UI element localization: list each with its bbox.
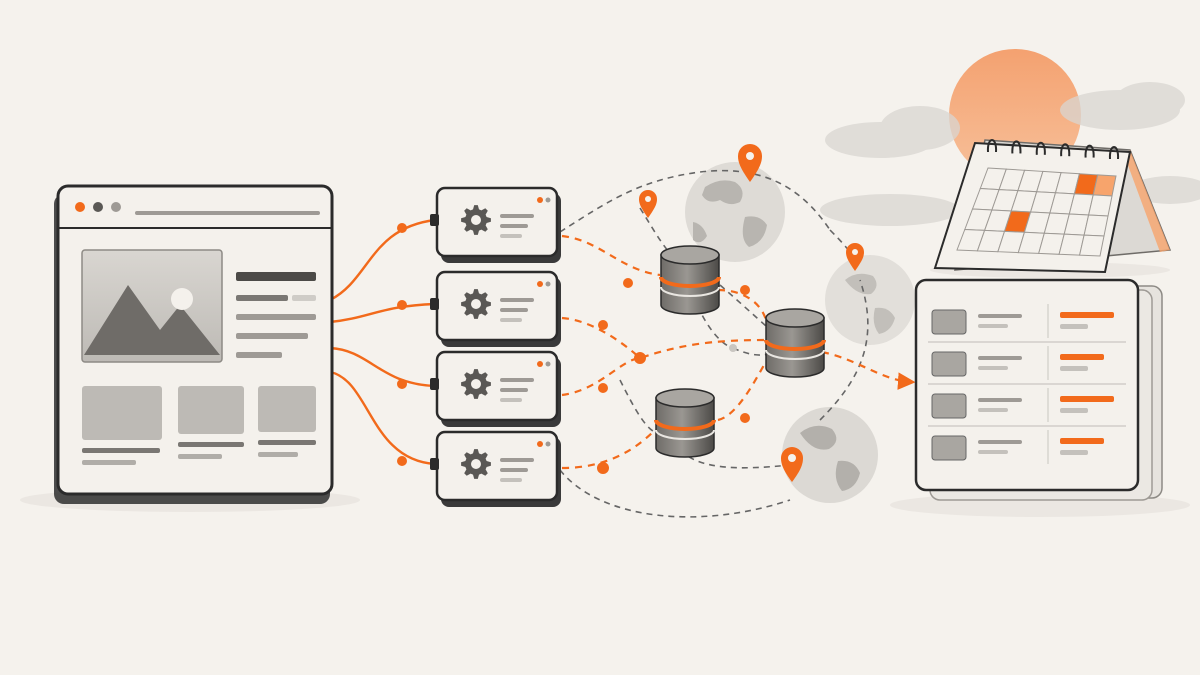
window-dot-gray [93,202,103,212]
location-pin-icon [639,190,657,218]
result-row [928,425,1126,464]
gear-icon [461,289,491,319]
image-placeholder-icon [81,249,223,363]
calendar-ring [986,139,998,153]
result-row [928,383,1126,422]
globe-icon [685,162,785,262]
globe-icon [782,407,878,503]
flow-source-to-worker-3 [329,346,436,388]
address-bar [135,211,320,215]
calendar-cell [1078,234,1105,257]
orange-flow-lines [329,218,436,466]
result-panel [914,278,1163,501]
worker-module [430,270,561,347]
calendar-icon [933,139,1172,274]
database-icon [764,308,826,378]
location-pin-icon [781,447,803,482]
calendar-rings [986,139,1120,160]
database-icon [654,388,716,458]
flow-source-to-worker-4 [329,370,436,466]
flow-source-to-worker-1 [329,218,436,302]
flow-to-results-arrow [821,350,916,390]
worker-module [430,350,561,427]
result-row [928,341,1126,380]
gear-icon [461,369,491,399]
result-rows [928,304,1126,464]
results-list-icon [914,278,1140,492]
calendar-ring [1011,140,1022,154]
worker-module [430,186,561,263]
globe-icon [825,255,915,345]
result-row [931,304,1114,338]
calendar-cell [1092,174,1117,197]
calendar-ring [1084,144,1095,158]
database-nodes [654,245,826,458]
calendar-cell [1087,194,1113,217]
gear-icon [461,205,491,235]
flow-source-to-worker-2 [329,302,436,324]
source-browser-window [54,184,334,504]
database-icon [659,245,721,315]
gear-icon [461,449,491,479]
thumbnail-row [82,386,316,465]
flow-nodes [397,223,750,474]
location-pin-icon [846,243,864,271]
text-lines [236,272,316,358]
window-dot-red [75,202,85,212]
calendar-cell [1083,214,1109,237]
calendar-grid [956,167,1117,257]
worker-modules [430,186,561,507]
calendar-ring [1035,141,1046,155]
calendar-ring [1060,143,1071,157]
location-pin-icon [738,144,762,182]
worker-module [430,430,561,507]
window-dot-light [111,202,121,212]
calendar-ring [1108,146,1120,160]
